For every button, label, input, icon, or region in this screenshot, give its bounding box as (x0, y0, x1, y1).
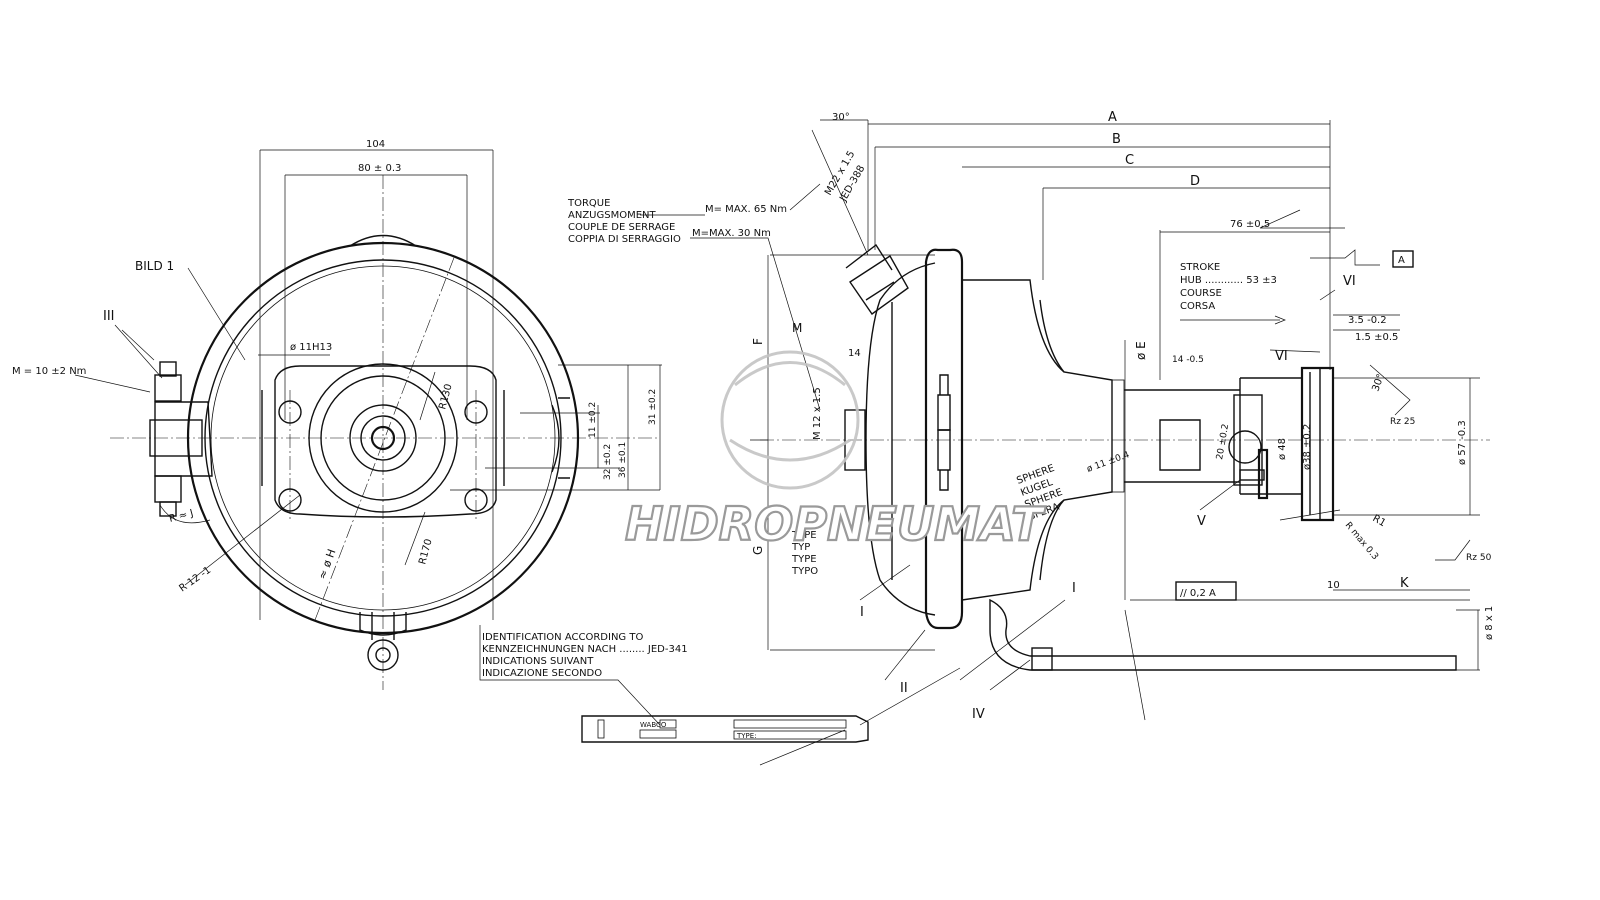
watermark-logo (720, 350, 860, 490)
dim-r1: R1 (1371, 513, 1388, 529)
front-view (74, 149, 662, 690)
ident-line-3: INDICATIONS SUIVANT (482, 656, 594, 667)
datum-a-box (1392, 250, 1414, 268)
ident-line-4: INDICAZIONE SECONDO (482, 668, 602, 679)
label-i2: I (1072, 581, 1076, 596)
dim-b: B (1112, 132, 1121, 147)
dim-76: 76 ±0.5 (1230, 219, 1270, 230)
dim-36: 36 ±0.1 (618, 442, 628, 478)
dim-20: 20 ±0.2 (1215, 423, 1231, 460)
tolerance-frame (1175, 581, 1237, 601)
stroke-line-4: CORSA (1180, 301, 1215, 312)
side-view (640, 119, 1490, 721)
dim-m: M (792, 321, 802, 335)
dim-r170: R170 (417, 538, 434, 566)
dim-31: 31 ±0.2 (648, 389, 658, 425)
label-iii: III (103, 309, 115, 324)
dim-r12: R 12 -1 (177, 565, 213, 595)
dim-3-5: 3.5 -0.2 (1348, 315, 1387, 326)
torque-line-3: COUPLE DE SERRAGE (568, 222, 675, 233)
dim-m12: M 12 x 1.5 (812, 387, 823, 440)
dim-f: F (751, 338, 765, 345)
stroke-line-1: STROKE (1180, 262, 1220, 273)
rz50: Rz 50 (1466, 553, 1492, 563)
dim-14b: 14 -0.5 (1172, 355, 1204, 365)
dim-rmax: R max 0.3 (1343, 521, 1380, 563)
dim-48: ø 48 (1277, 438, 1288, 460)
dim-11: 11 ±0.2 (588, 402, 598, 438)
dim-r130: R130 (437, 383, 454, 411)
dim-h: ≈ ø H (316, 547, 339, 581)
torque-line-2: ANZUGSMOMENT (568, 210, 657, 221)
tag-type: TYPE: (736, 732, 757, 740)
label-i: I (860, 605, 864, 620)
label-iv: IV (972, 707, 985, 722)
datum-a: A (1398, 255, 1405, 266)
torque-65-label: M= MAX. 65 Nm (705, 204, 787, 215)
dim-38: ø38 ±0.2 (1302, 424, 1313, 470)
dim-14: 14 (848, 348, 861, 359)
dim-104: 104 (366, 139, 385, 150)
label-ii: II (900, 681, 908, 696)
torque-30-label: M=MAX. 30 Nm (692, 228, 771, 239)
label-v: V (1197, 514, 1206, 529)
dim-e: ø E (1134, 341, 1148, 360)
dim-32: 32 ±0.2 (603, 444, 613, 480)
dim-c: C (1125, 153, 1134, 168)
dim-rj: R ≈ J (168, 508, 195, 525)
tag-brand: WABCO (640, 721, 667, 729)
label-vi-2: VI (1275, 349, 1288, 364)
label-vi: VI (1343, 274, 1356, 289)
type-line-1: TYPE (791, 530, 817, 541)
tolerance-parallel: // 0,2 A (1180, 588, 1216, 599)
torque-line-1: TORQUE (567, 198, 610, 209)
torque-bolt-note: M = 10 ±2 Nm (12, 366, 86, 377)
stroke-line-2: HUB ............ 53 ±3 (1180, 275, 1277, 286)
dim-g: G (751, 546, 765, 555)
dim-1-5: 1.5 ±0.5 (1355, 332, 1398, 343)
dim-d: D (1190, 174, 1200, 189)
dim-k: K (1400, 576, 1409, 591)
dim-a: A (1108, 110, 1117, 125)
type-line-2: TYP (791, 542, 810, 553)
dim-hole: ø 11H13 (290, 342, 332, 353)
ident-line-1: IDENTIFICATION ACCORDING TO (482, 632, 643, 643)
dim-8x1: ø 8 x 1 (1484, 606, 1495, 640)
type-line-3: TYPE (791, 554, 817, 565)
angle-30: 30° (832, 112, 850, 123)
ident-line-2: KENNZEICHNUNGEN NACH ........ JED-341 (482, 644, 688, 655)
type-line-4: TYPO (791, 566, 818, 577)
stroke-line-3: COURSE (1180, 288, 1222, 299)
dim-80: 80 ± 0.3 (358, 163, 401, 174)
identification-tag (479, 625, 961, 766)
dim-57: ø 57 -0.3 (1457, 420, 1468, 465)
watermark: HIDROPNEUMAT (625, 497, 1046, 551)
rz25: Rz 25 (1390, 417, 1415, 427)
dim-10: 10 (1327, 580, 1340, 591)
bild-label: BILD 1 (135, 259, 174, 273)
dim-30deg: 30° (1370, 373, 1386, 393)
torque-line-4: COPPIA DI SERRAGGIO (568, 234, 681, 245)
